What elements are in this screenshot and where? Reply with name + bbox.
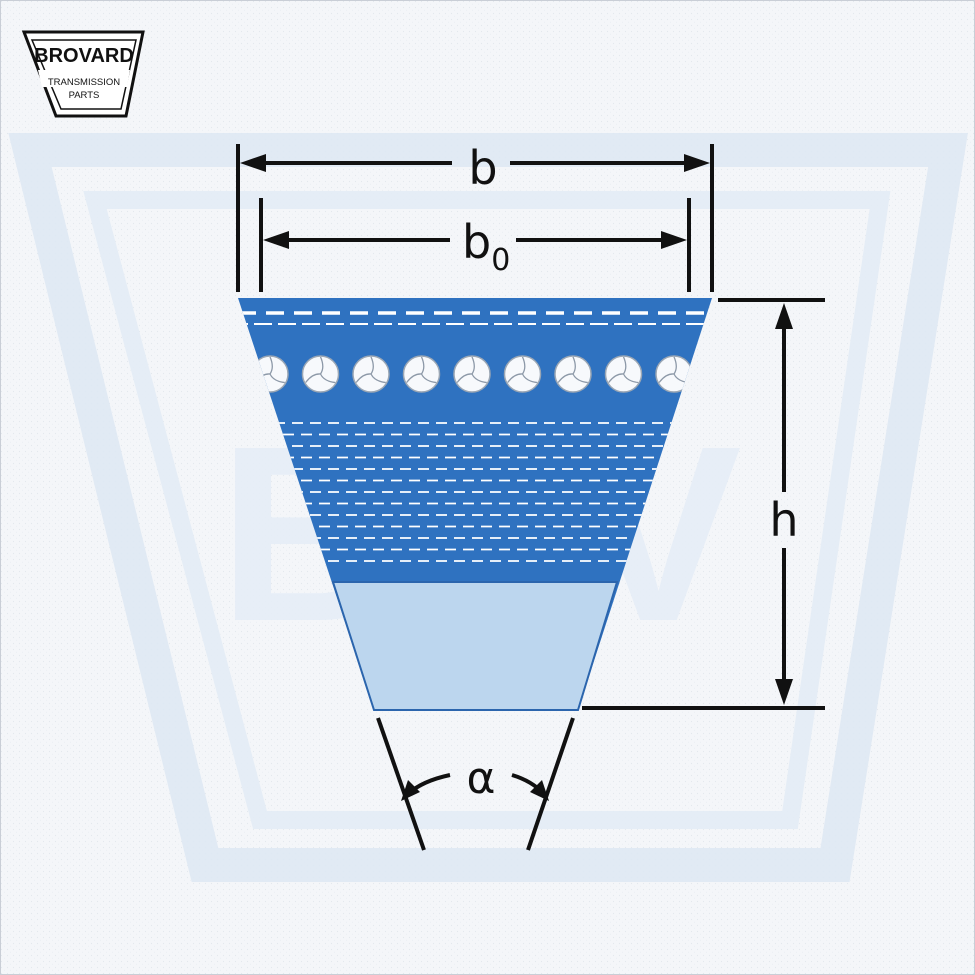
dimension-b (236, 144, 714, 292)
brand-logo: BROVARD TRANSMISSION PARTS (21, 30, 145, 118)
label-alpha: α (466, 753, 495, 804)
belt-base-rubber (331, 581, 619, 711)
angle-line-left (376, 717, 426, 851)
dimension-h (582, 298, 825, 710)
logo-line2: PARTS (69, 90, 100, 101)
tension-cord-icon (352, 355, 390, 393)
dimension-h-arrow-bottom (775, 679, 793, 705)
dimension-h-arrow-top (775, 303, 793, 329)
tension-cord-icon (503, 355, 542, 393)
logo-line1: TRANSMISSION (48, 77, 120, 88)
dimension-b-arrow-left (240, 154, 266, 172)
label-b0: b0 (462, 215, 510, 278)
logo-brand: BROVARD (34, 45, 134, 67)
dimension-b-arrow-right (684, 154, 710, 172)
tension-cord-icon (402, 355, 441, 393)
label-h: h (769, 493, 798, 547)
tension-cords (251, 355, 693, 393)
label-b0-subscript: 0 (491, 243, 510, 278)
label-b: b (468, 141, 497, 195)
angle-line-right (526, 717, 575, 851)
label-b0-base: b (462, 215, 491, 269)
tension-cord-icon (554, 355, 592, 393)
tension-cord-icon (604, 355, 643, 393)
fabric-cover-layer (238, 311, 712, 325)
v-belt-cross-section (238, 298, 712, 711)
dimension-b0 (259, 198, 691, 292)
tension-cord-icon (453, 355, 491, 393)
angle-arrow-right (530, 780, 549, 801)
dimension-b0-arrow-right (661, 231, 687, 249)
angle-arrow-left (401, 780, 420, 801)
dimension-b0-arrow-left (263, 231, 289, 249)
tension-cord-icon (301, 355, 340, 393)
